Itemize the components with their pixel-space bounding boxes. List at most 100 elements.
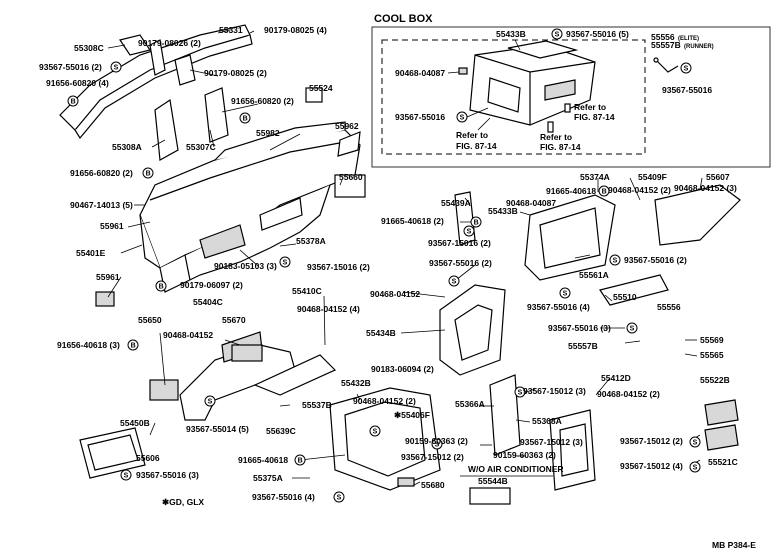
callout-s: [333, 491, 345, 503]
label-90468-04087: 90468-04087: [395, 68, 445, 78]
footnote: ✱GD, GLX: [162, 497, 204, 507]
label-55680: 55680: [421, 480, 445, 490]
callout-s: [204, 395, 216, 407]
console-bracket: [439, 284, 506, 376]
label-55544B: 55544B: [478, 476, 508, 486]
label-55961-top: 55961: [100, 221, 124, 231]
callout-s: [609, 254, 621, 266]
label-91656-60820-2a: 91656-60820 (2): [231, 96, 294, 106]
callout-b: [155, 280, 167, 292]
label-93567-15012-2a: 93567-15012 (2): [401, 452, 464, 462]
right-console: [524, 184, 741, 491]
label-93567-15012-4: 93567-15012 (4): [620, 461, 683, 471]
callout-b: [67, 95, 79, 107]
label-93567-55014: 93567-55014 (5): [186, 424, 249, 434]
cool-box-part: [469, 40, 596, 126]
cool-box-dash: [381, 39, 646, 155]
cool-box-title: COOL BOX: [374, 13, 433, 25]
label-55522B: 55522B: [700, 375, 730, 385]
part-labels: 55331 90179-08026 (2) 90179-08025 (4) 55…: [39, 25, 738, 502]
callout-s: [680, 62, 692, 74]
label-90468-04152-2a: 90468-04152 (2): [353, 396, 416, 406]
label-91665-40618-b: 91665-40618: [546, 186, 596, 196]
label-55378A: 55378A: [296, 236, 326, 246]
label-91656-40618-3: 91656-40618 (3): [57, 340, 120, 350]
callout-s: [448, 275, 460, 287]
label-91665-40618-a: 91665-40618: [238, 455, 288, 465]
label-55961-bottom: 55961: [96, 272, 120, 282]
label-55670: 55670: [222, 315, 246, 325]
label-90467-14013: 90467-14013 (5): [70, 200, 133, 210]
callout-s: [369, 425, 381, 437]
label-93567-15012-2b: 93567-15012 (2): [620, 436, 683, 446]
label-90468-04087-b: 90468-04087: [506, 198, 556, 208]
label-93567-55016-3b: 93567-55016 (3): [548, 323, 611, 333]
lower-tray: [79, 427, 146, 479]
label-90179-06097: 90179-06097 (2): [180, 280, 243, 290]
figure-reference: MB P384-E: [712, 540, 756, 550]
section-wo-ac: W/O AIR CONDITIONER: [468, 464, 564, 474]
label-93567-55016-5: 93567-55016 (5): [566, 29, 629, 39]
label-55565: 55565: [700, 350, 724, 360]
label-90183-05103: 90183-05103 (3): [214, 261, 277, 271]
label-55366A: 55366A: [455, 399, 485, 409]
refer-text: Refer to: [540, 132, 572, 142]
refer-fig: FIG. 87-14: [456, 141, 497, 151]
label-55650: 55650: [138, 315, 162, 325]
label-93567-55016-2a: 93567-55016 (2): [39, 62, 102, 72]
label-55412D: 55412D: [601, 373, 631, 383]
callout-b: [294, 454, 306, 466]
label-93567-55016-right: 93567-55016: [662, 85, 712, 95]
callout-b: [127, 339, 139, 351]
label-90179-08025-2: 90179-08025 (2): [204, 68, 267, 78]
label-90183-06094: 90183-06094 (2): [371, 364, 434, 374]
label-55439A: 55439A: [441, 198, 471, 208]
callout-b: [470, 216, 482, 228]
label-90468-04152-2c: 90468-04152 (2): [597, 389, 660, 399]
label-55375A: 55375A: [253, 473, 283, 483]
label-55561A: 55561A: [579, 270, 609, 280]
label-90179-08025-4: 90179-08025 (4): [264, 25, 327, 35]
label-55606: 55606: [136, 453, 160, 463]
label-93567-55016: 93567-55016: [395, 112, 445, 122]
label-93567-15016-2b: 93567-15016 (2): [428, 238, 491, 248]
label-90468-04152-3: 90468-04152 (3): [674, 183, 737, 193]
callout-s: [559, 287, 571, 299]
label-91665-40618-2: 91665-40618 (2): [381, 216, 444, 226]
label-90468-04152-4: 90468-04152 (4): [297, 304, 360, 314]
label-55607: 55607: [706, 172, 730, 182]
label-55510: 55510: [613, 292, 637, 302]
label-55433B: 55433B: [496, 29, 526, 39]
label-55401E: 55401E: [76, 248, 106, 258]
label-91656-60820-2b: 91656-60820 (2): [70, 168, 133, 178]
label-93567-15016-2a: 93567-15016 (2): [307, 262, 370, 272]
label-55537B: 55537B: [302, 400, 332, 410]
callout-b: [239, 112, 251, 124]
cool-box-frame: [371, 26, 771, 168]
callout-b: [142, 167, 154, 179]
label-55557B: 55557B: [651, 40, 681, 50]
label-55660: 55660: [339, 172, 363, 182]
label-55450B: 55450B: [120, 418, 150, 428]
label-93567-55016-2c: 93567-55016 (2): [624, 255, 687, 265]
label-55406F: ✱55406F: [394, 410, 430, 420]
label-90468-04152-a: 90468-04152: [163, 330, 213, 340]
label-55557B: 55557B: [568, 341, 598, 351]
callout-s: [120, 469, 132, 481]
label-55556: 55556: [651, 32, 675, 42]
glove-box: [329, 387, 441, 491]
label-93567-15012-3b: 93567-15012 (3): [520, 437, 583, 447]
callout-s: [110, 61, 122, 73]
label-55308A: 55308A: [112, 142, 142, 152]
callout-s: [689, 461, 701, 473]
label-90468-04152-b: 90468-04152: [370, 289, 420, 299]
label-55434B: 55434B: [366, 328, 396, 338]
label-55521C: 55521C: [708, 457, 738, 467]
refer-text: Refer to: [456, 130, 488, 140]
label-55404C: 55404C: [193, 297, 223, 307]
label-55569: 55569: [700, 335, 724, 345]
label-55432B: 55432B: [341, 378, 371, 388]
label-93567-55016-4a: 93567-55016 (4): [252, 492, 315, 502]
callout-s: [279, 256, 291, 268]
duct-assembly: [59, 24, 253, 161]
